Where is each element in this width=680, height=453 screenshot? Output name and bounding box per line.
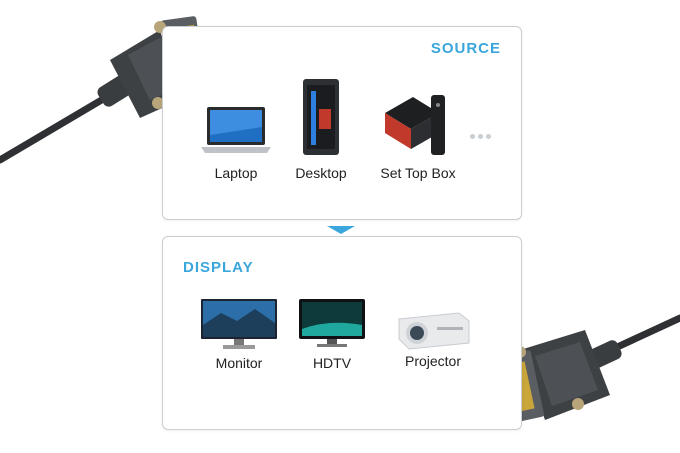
hdtv-icon [299,299,365,347]
source-panel: SOURCE Laptop Desktop Set Top Box [162,26,522,220]
projector-icon [398,312,470,350]
ellipsis-icon [470,126,494,144]
monitor-icon [201,299,277,349]
display-item-label: Projector [404,353,462,369]
source-item-label: Set Top Box [380,165,456,181]
source-item-label: Laptop [214,165,258,181]
display-item-label: HDTV [312,355,352,371]
display-panel: DISPLAY Monitor HDTV Projector [162,236,522,430]
laptop-icon [201,107,271,153]
display-title: DISPLAY [183,259,254,276]
source-title: SOURCE [430,40,501,57]
arrow-down-icon [327,226,355,234]
set-top-box-icon [385,95,445,155]
display-item-label: Monitor [215,355,263,371]
desktop-tower-icon [303,79,339,155]
source-item-label: Desktop [295,165,347,181]
